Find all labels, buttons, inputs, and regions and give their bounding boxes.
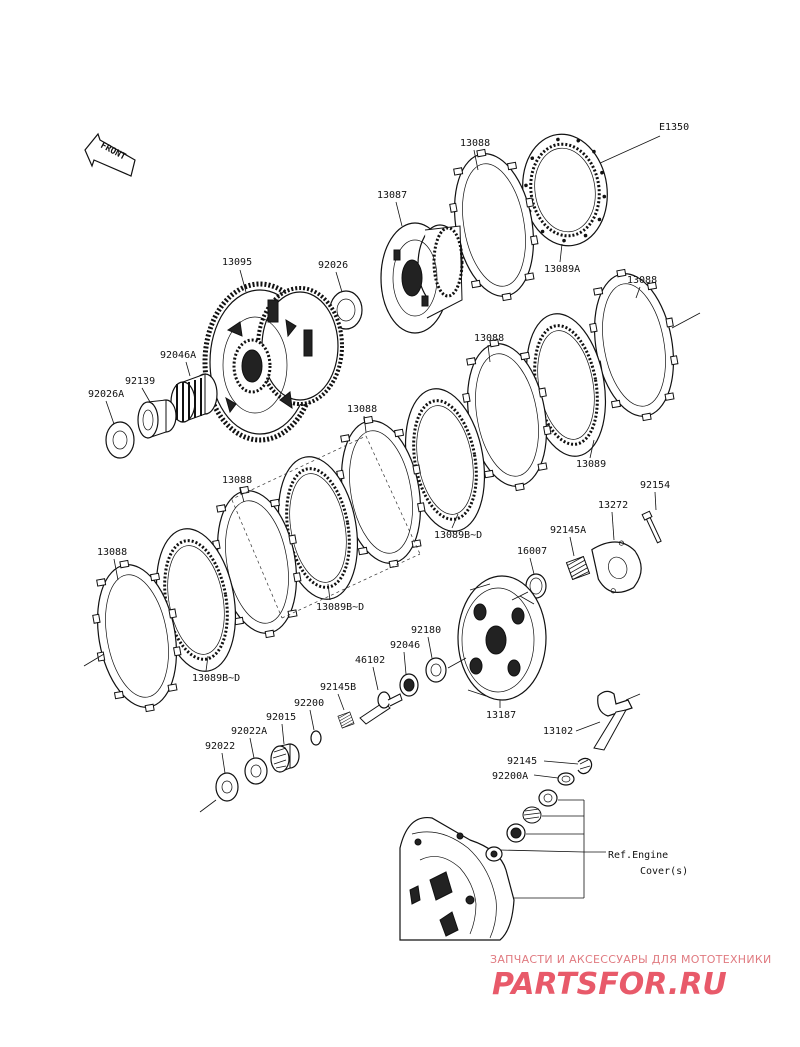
part-engine-cover [399,816,515,941]
ref-bearing [506,823,526,843]
ref-spring [522,806,542,824]
part-92200A-washer [557,772,575,786]
part-92154-bolt [641,510,662,544]
part-13187-pressure-plate [457,575,547,701]
ref-engine-cover-label-1: Ref.Engine [608,850,668,861]
label-92046: 92046 [390,640,420,651]
watermark-logo: PARTSFOR.RU [492,967,727,1002]
label-13088-top: 13088 [460,138,490,149]
part-92180-washer [425,657,447,683]
label-92145B: 92145B [320,682,356,693]
part-92145A-spring [565,555,591,581]
label-92026: 92026 [318,260,348,271]
label-92154: 92154 [640,480,670,491]
label-92145: 92145 [507,756,537,767]
part-92022A-washer [244,757,268,785]
label-92022A: 92022A [231,726,267,737]
label-92200A: 92200A [492,771,528,782]
label-16007: 16007 [517,546,547,557]
label-92026A: 92026A [88,389,124,400]
part-46102-pushrod [359,691,403,725]
label-13272: 13272 [598,500,628,511]
part-92015-nut [270,743,300,773]
part-92046-bearing [399,673,419,697]
ref-engine-cover-label-2: Cover(s) [640,866,688,877]
label-13089: 13089 [576,459,606,470]
label-13088-left: 13088 [97,547,127,558]
label-92046A: 92046A [160,350,196,361]
label-92015: 92015 [266,712,296,723]
label-13095: 13095 [222,257,252,268]
label-13089BD-center: 13089B~D [316,602,364,613]
label-46102: 46102 [355,655,385,666]
label-13089BD-mid: 13089B~D [434,530,482,541]
label-13087: 13087 [377,190,407,201]
part-13087-hub [380,222,464,334]
diagram-code-label: E1350 [659,122,689,133]
part-92200-washer [310,730,322,746]
front-arrow-icon: FRONT [84,132,136,177]
watermark-tagline: ЗАПЧАСТИ И АКСЕССУАРЫ ДЛЯ МОТОТЕХНИКИ [490,953,772,966]
part-13272-plate [591,540,642,594]
label-92200: 92200 [294,698,324,709]
label-92022: 92022 [205,741,235,752]
part-92139-sleeve [137,399,177,439]
part-13102-lever [593,690,641,751]
label-92139: 92139 [125,376,155,387]
part-13095-clutch-housing [202,281,344,443]
part-92026A-washer [105,421,135,459]
ref-washer [538,789,558,807]
label-13102: 13102 [543,726,573,737]
part-92046A-bearing [170,373,218,423]
label-13088-center: 13088 [347,404,377,415]
label-92180: 92180 [411,625,441,636]
part-92145B-spring [337,711,355,729]
label-13089BD-left: 13089B~D [192,673,240,684]
label-92145A: 92145A [550,525,586,536]
label-13088-mid: 13088 [474,333,504,344]
label-13088-leftcenter: 13088 [222,475,252,486]
label-13187: 13187 [486,710,516,721]
part-92145-spring [577,757,593,775]
label-13088-right: 13088 [627,275,657,286]
label-13089A: 13089A [544,264,580,275]
part-92022-washer [215,772,239,802]
